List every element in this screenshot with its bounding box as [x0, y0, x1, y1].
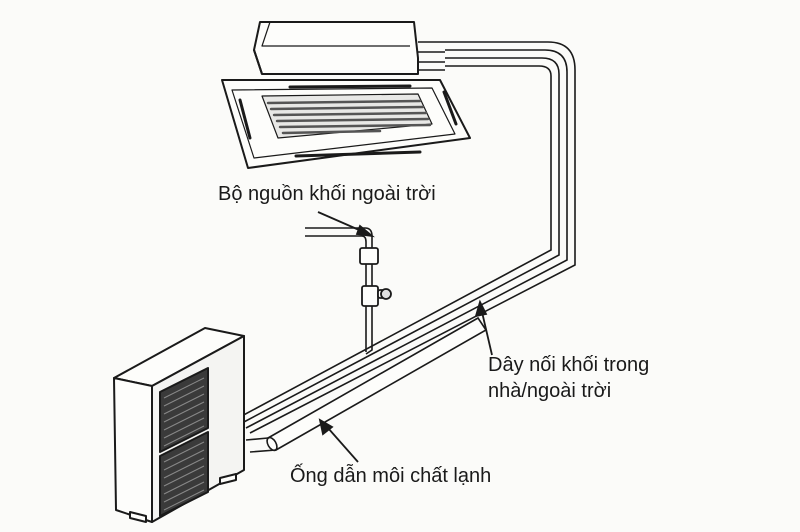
- refrigerant-pipe-label: Ống dẫn môi chất lạnh: [290, 465, 492, 487]
- indoor-cassette-unit: [221, 21, 471, 169]
- leader-arrows: [317, 211, 493, 463]
- pipe-bundle: [237, 41, 576, 434]
- connection-cable-label: Dây nối khối trong nhà/ngoài trời: [488, 352, 649, 404]
- outdoor-unit: [113, 327, 245, 523]
- cassette-grille-slots: [266, 99, 432, 135]
- connection-cable-label-line2: nhà/ngoài trời: [488, 380, 612, 402]
- power-supply-label: Bộ nguồn khối ngoài trời: [218, 183, 436, 205]
- connection-cable-label-line1: Dây nối khối trong: [488, 354, 650, 376]
- circuit-breaker-icon: [359, 247, 392, 307]
- cassette-louvers: [238, 84, 458, 158]
